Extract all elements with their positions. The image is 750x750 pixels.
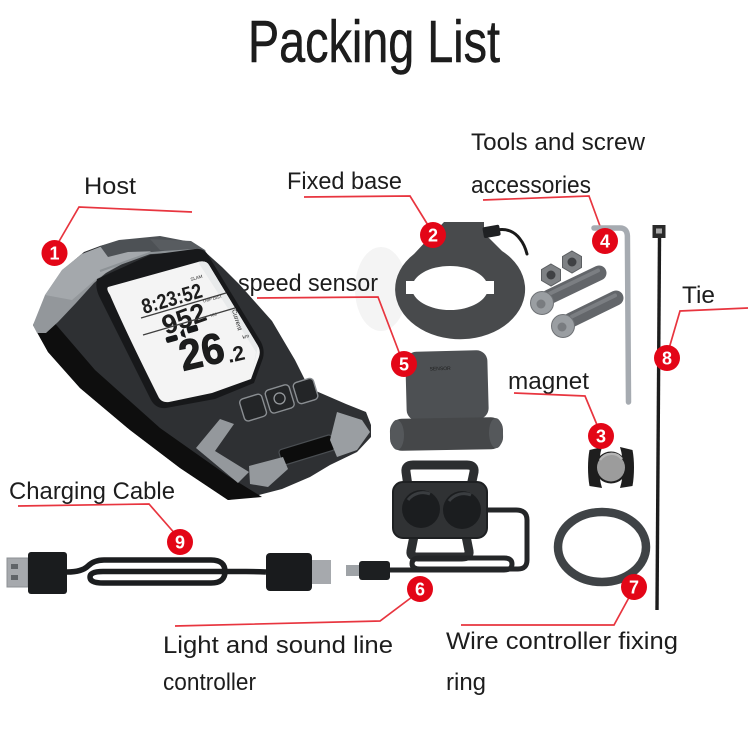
svg-text:.2: .2: [225, 342, 247, 368]
svg-text:8: 8: [662, 349, 672, 369]
svg-text:26: 26: [174, 324, 229, 381]
svg-text:5: 5: [399, 355, 409, 375]
svg-text:Host: Host: [84, 173, 136, 200]
svg-text:7: 7: [629, 578, 639, 598]
svg-text:SLAM: SLAM: [190, 274, 203, 282]
svg-text:magnet: magnet: [508, 368, 589, 395]
svg-text:controller: controller: [163, 669, 256, 696]
svg-text:Packing List: Packing List: [248, 9, 500, 75]
svg-text:2: 2: [428, 226, 438, 246]
svg-text:Light and sound line: Light and sound line: [163, 632, 393, 659]
svg-text:3: 3: [596, 427, 606, 447]
svg-text:km: km: [242, 333, 250, 341]
svg-text:ring: ring: [446, 669, 486, 696]
svg-text:Charging Cable: Charging Cable: [9, 478, 175, 505]
svg-text:accessories: accessories: [471, 172, 591, 199]
svg-text:Wire controller fixing: Wire controller fixing: [446, 628, 678, 655]
svg-text:9: 9: [175, 533, 185, 553]
svg-text:TRIP DIST: TRIP DIST: [202, 293, 223, 303]
svg-text:SENSOR: SENSOR: [430, 366, 452, 373]
svg-text:Tools and screw: Tools and screw: [471, 129, 646, 156]
svg-text:speed sensor: speed sensor: [238, 270, 378, 297]
svg-text:1: 1: [49, 244, 59, 264]
svg-text:4: 4: [600, 232, 610, 252]
svg-text:6: 6: [415, 580, 425, 600]
svg-text:Tie: Tie: [682, 282, 715, 309]
svg-text:Fixed base: Fixed base: [287, 168, 402, 195]
